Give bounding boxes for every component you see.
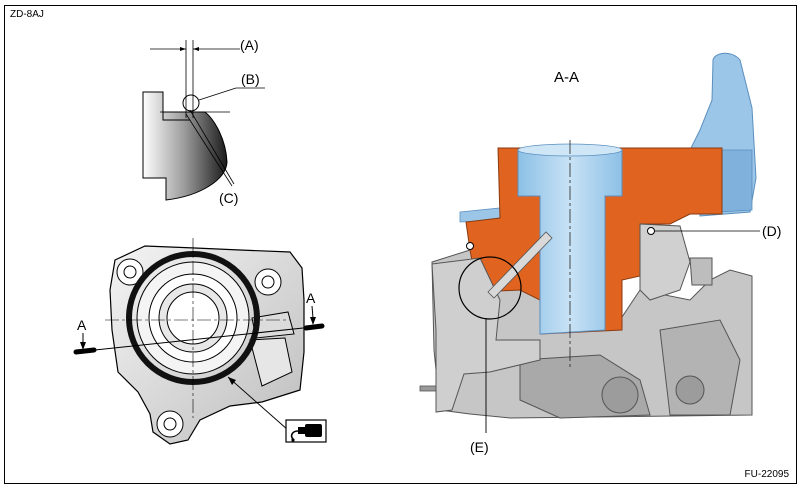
section-line (75, 325, 323, 353)
figure-number: FU-22095 (744, 469, 789, 480)
callout-a-label: (A) (240, 37, 259, 53)
liquid-gasket-icon (285, 419, 327, 443)
callout-c-label: (C) (219, 190, 238, 206)
section-mark-right: A (306, 290, 316, 306)
section-title: A-A (554, 69, 579, 86)
detail-groove (162, 112, 190, 121)
section-a-a-view: A-A (D) (E) (419, 52, 781, 455)
detail-o-ring (182, 94, 200, 112)
callout-d-label: (D) (762, 223, 781, 239)
figure-code: ZD-8AJ (10, 9, 44, 20)
callout-b-label: (B) (241, 71, 260, 87)
callout-e-label: (E) (470, 439, 489, 455)
section-mark-left: A (77, 317, 87, 333)
detail-circle-e (458, 256, 522, 320)
detail-view: (A) (B) (C) (142, 37, 265, 206)
housing-top-view: A A (73, 238, 327, 445)
detail-part-body (142, 91, 228, 201)
